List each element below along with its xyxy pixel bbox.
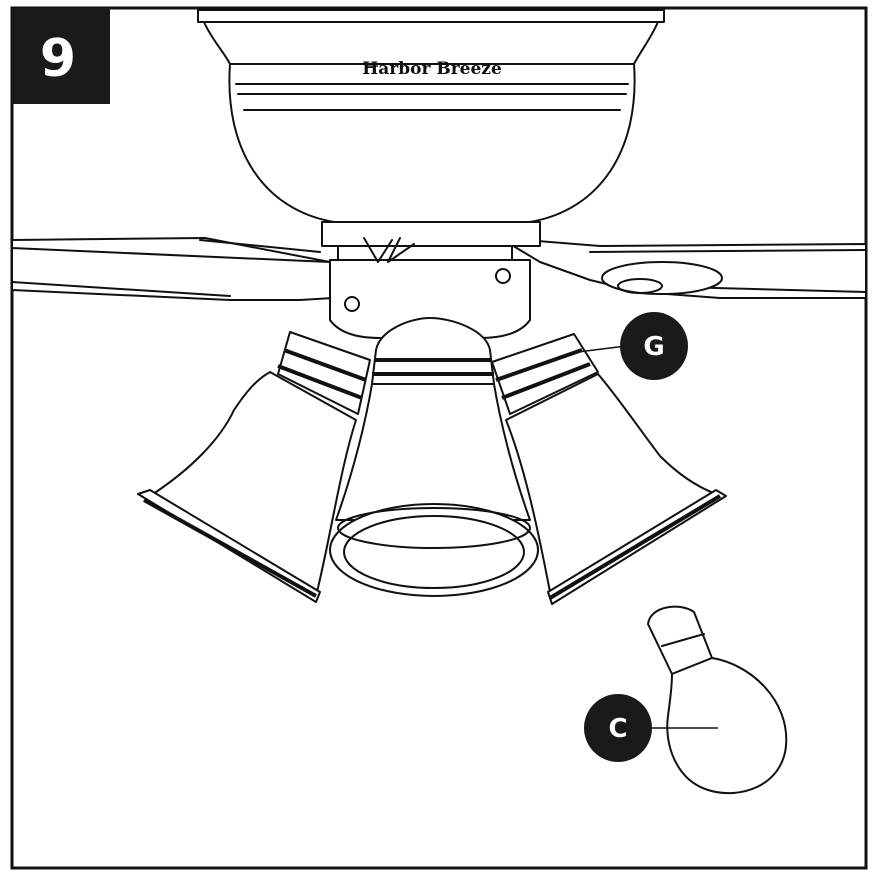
brand-name: Harbor Breeze: [362, 59, 502, 79]
motor-housing: [198, 10, 664, 262]
step-badge: 9: [12, 8, 110, 104]
fan-blade-right: [500, 238, 866, 298]
light-bulb: [648, 607, 786, 793]
brand-logo: Harbor Breeze: [362, 59, 502, 79]
callout-g-leader: [578, 346, 626, 352]
step-number: 9: [40, 29, 76, 89]
callout-g-label: G: [643, 332, 664, 362]
callout-c-label: C: [608, 714, 627, 744]
